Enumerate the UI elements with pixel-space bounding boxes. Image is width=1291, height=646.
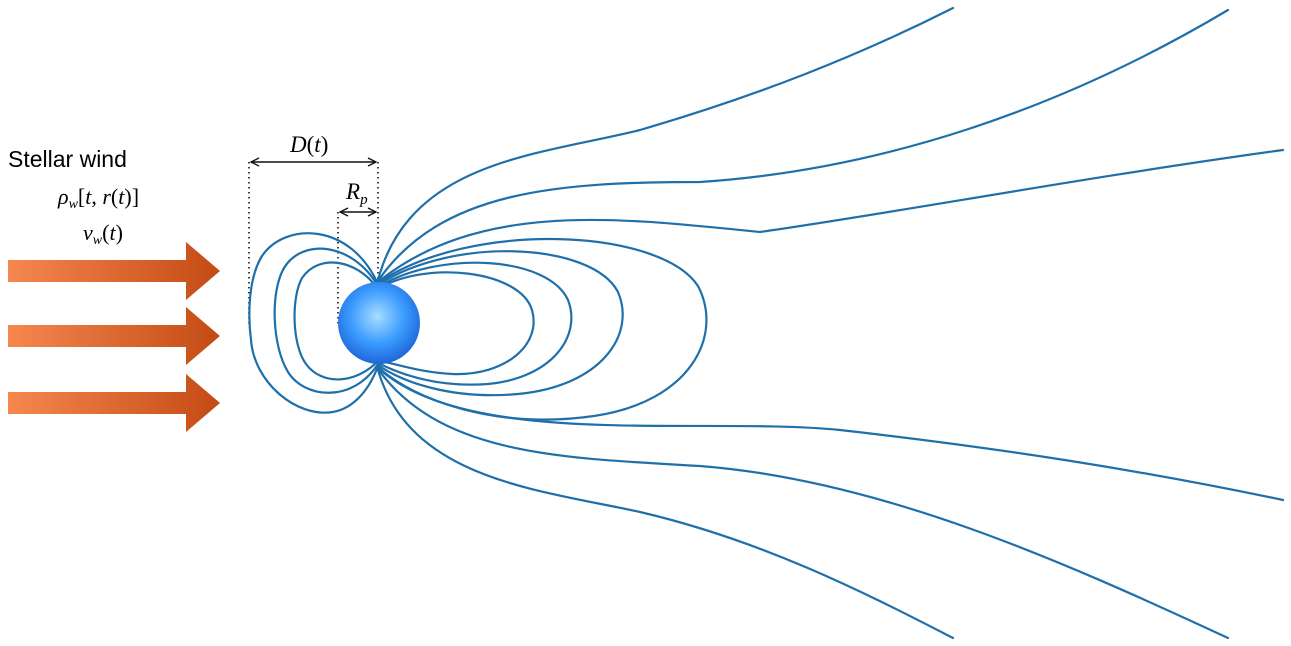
rho-inner-time: t [118,184,125,209]
field-line-nightside-1 [376,271,535,376]
field-line-tail-south-2 [376,367,1230,640]
field-line-tail-south-3 [376,368,955,640]
field-line-nightside-4 [376,238,708,421]
wind-velocity-label: vw(t) [83,220,123,248]
field-line-nightside-2 [376,261,573,386]
right-arrow-icon [8,242,220,300]
rp-subscript: p [359,192,368,208]
field-line-tail-north-2 [376,8,1230,283]
planet-radius-label: Rp [345,179,368,208]
standoff-distance-label: D(t) [289,132,328,157]
v-open: ( [102,220,109,245]
rho-time: t [85,184,92,209]
wind-arrows [8,242,220,432]
field-line-tail-north-3 [376,6,955,282]
v-symbol: v [83,220,93,245]
rho-open-bracket: [ [78,184,85,209]
v-close: ) [116,220,123,245]
stellar-wind-title: Stellar wind [8,146,127,172]
wind-density-label: ρw[t, r(t)] [57,184,139,212]
right-arrow-icon [8,307,220,365]
field-line-dayside-inner [293,261,380,381]
right-arrow-icon [8,374,220,432]
rho-radius: r [102,184,111,209]
rho-close: )] [124,184,139,209]
d-symbol: D [289,132,307,157]
field-line-tail-south-1 [376,366,1285,502]
field-line-nightside-3 [376,250,624,397]
planet-sphere [338,282,420,364]
rho-subscript: w [69,197,79,212]
rho-symbol: ρ [57,184,69,209]
magnetic-field-lines [248,6,1285,640]
field-line-dayside-middle [273,247,380,394]
rho-comma: , [91,184,102,209]
field-line-dayside-outer [248,232,380,414]
rho-inner-paren: ( [111,184,118,209]
v-subscript: w [93,233,103,248]
rp-symbol: R [345,179,360,204]
field-line-tail-north-1 [376,148,1285,284]
d-open: ( [307,132,315,157]
d-close: ) [321,132,329,157]
v-time: t [109,220,116,245]
d-time: t [314,132,321,157]
